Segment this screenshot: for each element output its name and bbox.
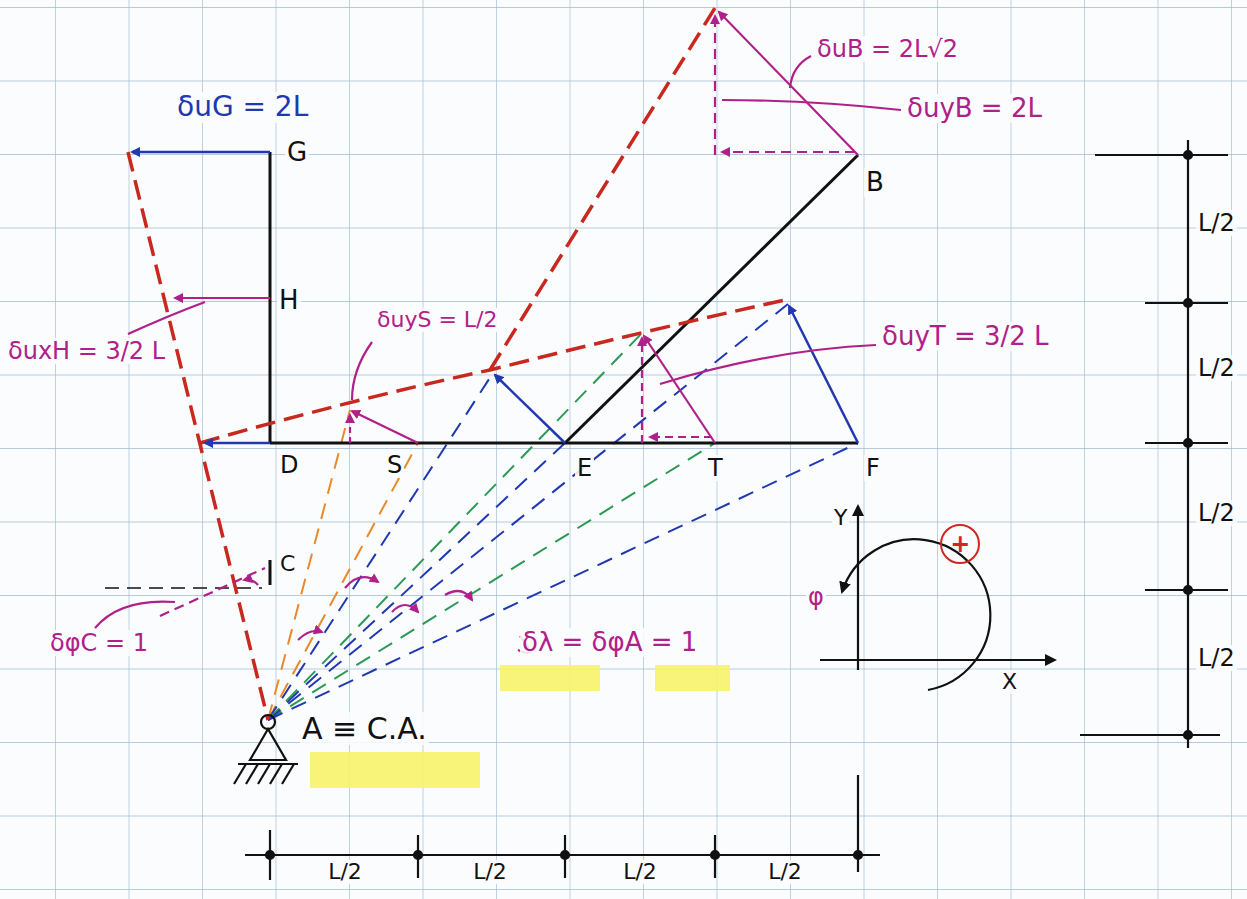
pole-label: A ≡ C.A. — [300, 712, 429, 745]
dimension-label: L/2 — [1196, 500, 1237, 526]
point-name: G — [285, 138, 309, 167]
angle-symbol: φ — [806, 584, 826, 610]
axis-name: X — [1000, 670, 1019, 694]
point-name: S — [385, 452, 404, 478]
rotation-label: δφC = 1 — [48, 630, 150, 656]
displacement-label: δuyS = L/2 — [375, 308, 499, 332]
dimension-label: L/2 — [1196, 355, 1237, 381]
point-name: T — [706, 455, 725, 481]
point-name: C — [278, 552, 297, 576]
point-name: E — [575, 455, 594, 481]
point-name: H — [277, 286, 301, 315]
dimension-label: L/2 — [1196, 645, 1237, 671]
point-name: F — [864, 455, 882, 481]
displacement-label: δuyT = 3/2 L — [880, 322, 1051, 351]
point-name: B — [864, 168, 886, 197]
dimension-label: L/2 — [766, 860, 804, 884]
displacement-label: δuB = 2L√2 — [815, 36, 960, 62]
displacement-label: δuxH = 3/2 L — [6, 338, 167, 364]
displacement-label: δuyB = 2L — [905, 94, 1044, 123]
displacement-label: δuG = 2L — [175, 92, 310, 123]
dimension-label: L/2 — [471, 860, 509, 884]
axis-name: Y — [832, 506, 849, 530]
rotation-label: δλ = δφA = 1 — [520, 628, 699, 657]
dimension-label: L/2 — [621, 860, 659, 884]
dimension-label: L/2 — [1196, 210, 1237, 236]
dimension-label: L/2 — [326, 860, 364, 884]
point-name: D — [278, 452, 300, 478]
